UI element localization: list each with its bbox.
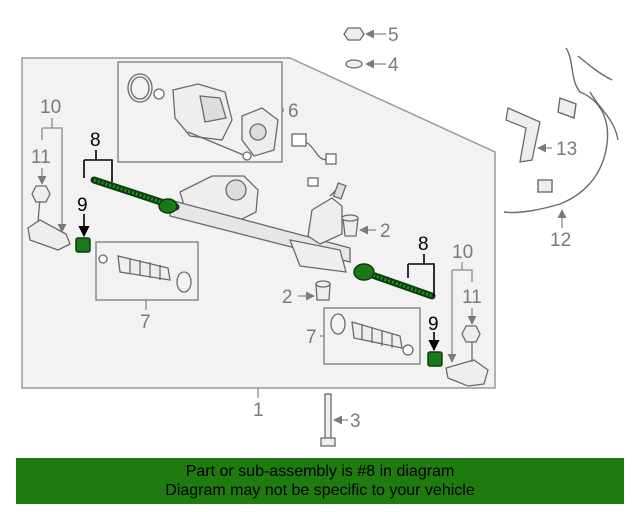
callout-10-right: 10 [452, 242, 473, 263]
motor-parts-drawing [127, 73, 279, 161]
callout-10-left: 10 [40, 97, 61, 118]
nut-left [31, 185, 51, 203]
notice-banner: Part or sub-assembly is #8 in diagram Di… [16, 458, 624, 504]
boot-drawing-right [330, 313, 414, 356]
callout-2-lower: 2 [282, 287, 293, 308]
wiring-harness-drawing [503, 47, 619, 214]
boot-drawing-left [98, 254, 192, 293]
callout-11-left: 11 [31, 147, 51, 168]
inner-tie-rod-right [353, 263, 436, 300]
callout-11-right: 11 [462, 287, 482, 308]
gray-leader-lines [37, 29, 567, 425]
callout-5: 5 [388, 25, 399, 46]
callout-8-left: 8 [90, 130, 101, 151]
callout-7-right: 7 [306, 327, 317, 348]
callout-1: 1 [253, 400, 264, 421]
callout-9-left: 9 [77, 195, 88, 216]
callout-6: 6 [288, 101, 299, 122]
callout-8-right: 8 [418, 234, 429, 255]
boot-kit-box-left [95, 241, 199, 301]
callout-4: 4 [388, 55, 399, 76]
callout-7-left: 7 [140, 312, 151, 333]
bolt-drawing [320, 393, 336, 447]
motor-group-box [117, 61, 283, 163]
callout-9-right: 9 [428, 314, 439, 335]
callout-12: 12 [550, 230, 571, 251]
highlight-leader-lines [78, 150, 440, 352]
callout-13: 13 [556, 139, 577, 160]
notice-line-1: Part or sub-assembly is #8 in diagram [185, 463, 455, 480]
sensor-harness-drawing [291, 133, 337, 187]
washer-drawing [345, 59, 363, 69]
callout-2-upper: 2 [380, 221, 391, 242]
top-nut-drawing [343, 27, 365, 41]
notice-line-2: Diagram may not be specific to your vehi… [165, 482, 475, 499]
bracket-drawing [505, 107, 541, 163]
nut-right [461, 325, 481, 343]
jam-nut-right [427, 351, 443, 367]
steering-gear-exploded-diagram: 5 4 6 10 11 8 9 13 2 12 8 10 2 11 7 9 7 … [21, 25, 619, 447]
rack-housing-drawing [169, 175, 351, 273]
jam-nut-left [75, 237, 91, 253]
callout-3: 3 [350, 411, 361, 432]
inner-tie-rod-left [90, 176, 180, 214]
bushing-drawing [315, 214, 359, 301]
